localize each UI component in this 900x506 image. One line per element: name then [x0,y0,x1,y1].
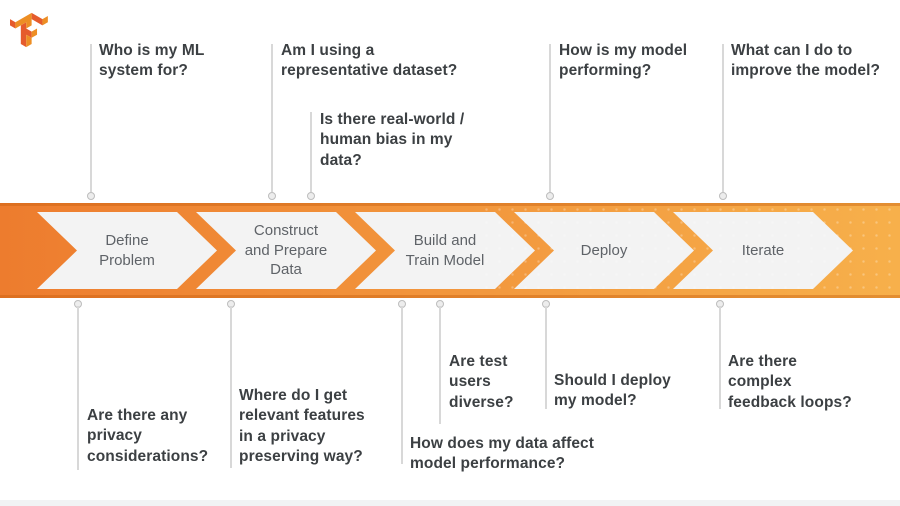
connector-line [230,306,232,468]
stage-iterate: Iterate [741,241,785,259]
question-improve-model: What can I do to improve the model? [731,42,881,80]
question-should-i-deploy: Should I deploy my model? [554,372,671,410]
stage-build-train-model: Build and Train Model [405,232,485,269]
question-privacy-preserving-features: Where do I get relevant features in a pr… [239,387,365,466]
stage-define-problem: Define Problem [99,232,155,269]
connector-dot [268,192,276,200]
footer-strip [0,500,900,506]
connector-line [549,44,551,192]
connector-line [545,306,547,409]
question-model-performing: How is my model performing? [559,42,688,80]
question-who-is-my-ml-system-for: Who is my ML system for? [99,42,205,80]
connector-line [722,44,724,192]
stage-deploy: Deploy [580,241,628,259]
question-representative-dataset: Am I using a representative dataset? [281,42,458,80]
connector-line [401,306,403,464]
question-privacy-considerations: Are there any privacy considerations? [87,407,209,465]
question-test-users-diverse: Are test users diverse? [449,353,514,411]
stage-construct-prepare-data: Construct and Prepare Data [244,222,328,279]
connector-line [439,306,441,424]
connector-dot [546,192,554,200]
connector-dot [87,192,95,200]
connector-line [310,112,312,192]
question-complex-feedback-loops: Are there complex feedback loops? [728,353,852,411]
question-real-world-bias: Is there real-world / human bias in my d… [320,111,465,169]
tensorflow-logo-icon [10,6,48,48]
pipeline-band [0,203,900,298]
connector-line [90,44,92,192]
connector-dot [307,192,315,200]
connector-line [77,306,79,470]
connector-line [271,44,273,192]
question-data-affect-performance: How does my data affect model performanc… [410,435,595,473]
connector-dot [719,192,727,200]
connector-line [719,306,721,409]
